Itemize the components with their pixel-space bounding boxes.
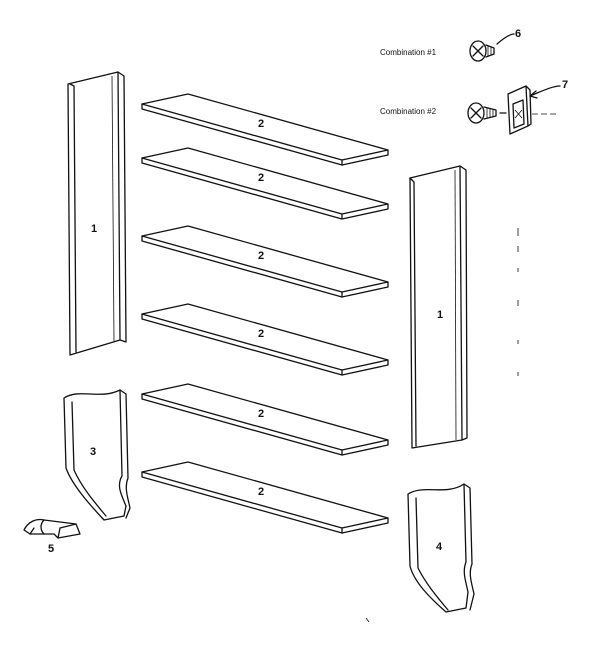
label-screw: 6 xyxy=(515,28,521,40)
shelf-4: 2 xyxy=(141,303,389,376)
shelf-2: 2 xyxy=(141,147,389,220)
label-shelf-1: 2 xyxy=(258,118,264,130)
label-side-panel-left: 1 xyxy=(91,223,97,235)
screw-icon-2 xyxy=(467,102,497,124)
clip-part: 5 xyxy=(23,518,81,555)
combination-1: Combination #1 6 xyxy=(380,28,521,62)
label-shelf-2: 2 xyxy=(258,172,264,184)
scan-artifacts xyxy=(365,228,519,623)
label-side-panel-right: 1 xyxy=(437,309,443,321)
label-clip: 5 xyxy=(48,543,54,555)
label-base-left: 3 xyxy=(90,446,96,458)
label-shelf-5: 2 xyxy=(258,408,264,420)
label-nut-clip: 7 xyxy=(562,79,568,91)
label-shelf-4: 2 xyxy=(258,328,264,340)
label-shelf-6: 2 xyxy=(258,486,264,498)
shelf-1: 2 xyxy=(141,93,389,166)
shelf-5: 2 xyxy=(141,383,389,456)
screw-icon xyxy=(469,40,495,62)
side-panel-left: 1 xyxy=(67,71,127,356)
shelf-6: 2 xyxy=(141,461,389,534)
label-shelf-3: 2 xyxy=(258,250,264,262)
combination-2: Combination #2 7 xyxy=(380,79,568,135)
caption-combination-2: Combination #2 xyxy=(380,107,437,116)
label-base-right: 4 xyxy=(436,541,443,553)
base-right: 4 xyxy=(407,483,475,613)
shelf-3: 2 xyxy=(141,225,389,298)
caption-combination-1: Combination #1 xyxy=(380,48,437,57)
nut-clip-icon xyxy=(507,85,532,135)
base-left: 3 xyxy=(63,389,131,521)
side-panel-right: 1 xyxy=(409,165,468,449)
